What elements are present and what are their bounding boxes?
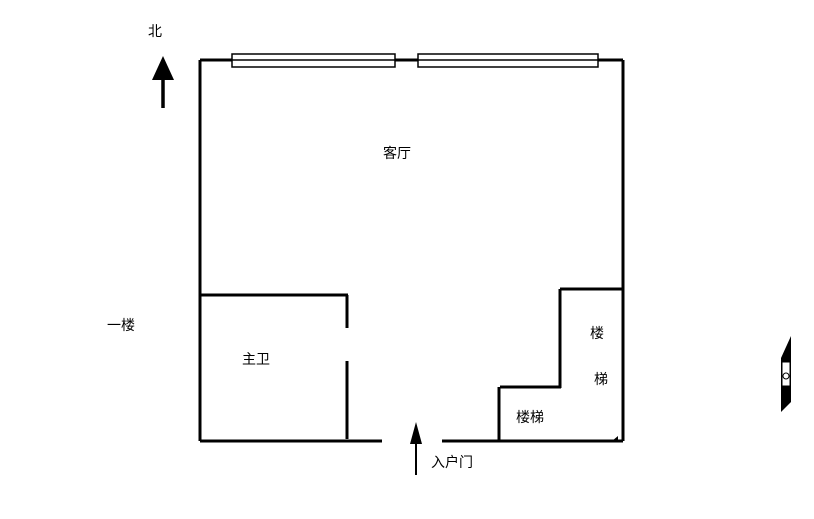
entry-arrow-icon [410, 422, 422, 475]
room-label-stairs-char-1: 楼 [590, 326, 604, 342]
stair-corner-mark [612, 436, 618, 441]
entrance-label: 入户门 [431, 455, 473, 471]
north-arrow-icon [152, 56, 174, 108]
room-label-master-bath: 主卫 [242, 352, 270, 368]
room-label-living-room: 客厅 [383, 146, 411, 162]
window-right [417, 53, 599, 68]
room-label-stairs-char-2: 梯 [594, 372, 608, 388]
bathroom-walls [200, 293, 349, 439]
north-label: 北 [148, 24, 162, 40]
window-left [231, 53, 396, 68]
compass-rose-icon [781, 336, 791, 412]
floor-label: 一楼 [107, 318, 135, 334]
room-label-stairs-lower: 楼梯 [516, 410, 544, 426]
staircase-walls [497, 287, 623, 441]
